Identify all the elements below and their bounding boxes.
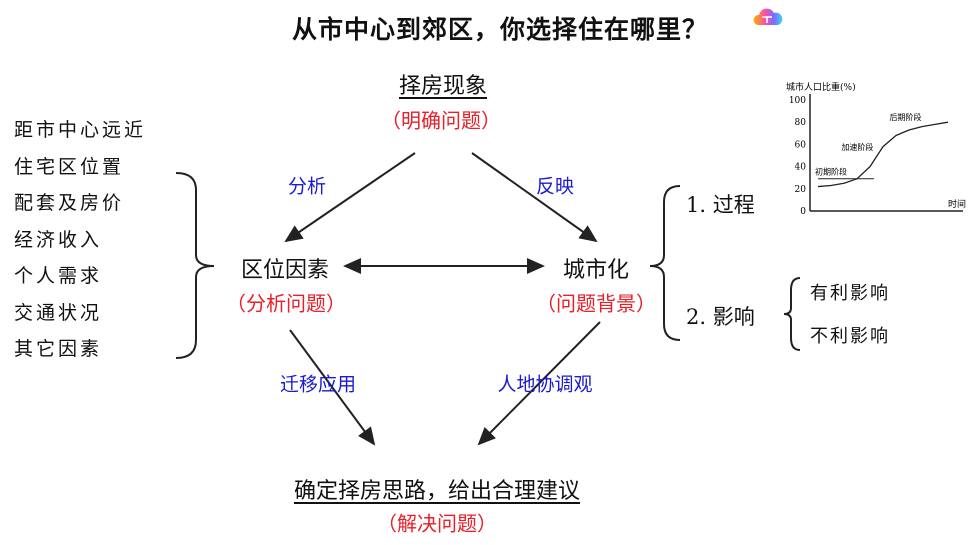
chart-annotation: 加速阶段 (841, 142, 873, 152)
factor-item: 距市中心远近 (14, 119, 147, 141)
y-tick-label: 100 (789, 96, 806, 106)
factor-list: 距市中心远近 住宅区位置 配套及房价 经济收入 个人需求 交通状况 其它因素 (14, 112, 146, 368)
bottom-node: 确定择房思路，给出合理建议 (293, 479, 581, 504)
edge-label-reflect: 反映 (535, 175, 575, 198)
factor-item: 个人需求 (14, 265, 103, 287)
bottom-node-sub: （解决问题） (377, 511, 497, 536)
edge-label-analyze: 分析 (287, 175, 327, 198)
left-node: 区位因素 (240, 258, 330, 283)
urbanization-chart: 城市人口比重(%) 0 20 40 60 80 100 时间 初期阶段 加速阶段 后期阶段 (786, 81, 966, 217)
arrow-transfer (289, 329, 376, 446)
edge-label-harmony: 人地协调观 (497, 373, 593, 396)
top-node-sub: （明确问题） (381, 108, 501, 133)
edge-label-transfer: 迁移应用 (279, 373, 357, 396)
factor-item: 配套及房价 (14, 192, 125, 214)
x-axis-label: 时间 (948, 198, 966, 210)
y-tick-label: 40 (795, 163, 807, 173)
impact-negative: 不利影响 (810, 326, 890, 347)
y-tick-label: 20 (795, 185, 807, 195)
left-brace (175, 172, 215, 359)
factor-item: 其它因素 (14, 338, 103, 360)
y-tick-label: 80 (795, 118, 807, 128)
impact-brace (783, 277, 801, 351)
top-node: 择房现象 (398, 74, 488, 99)
cloud-icon (753, 8, 783, 25)
chart-annotation: 后期阶段 (890, 112, 922, 122)
impact-label: 2. 影响 (686, 305, 755, 329)
right-node: 城市化 (562, 258, 630, 283)
left-node-sub: （分析问题） (226, 291, 346, 316)
impact-positive: 有利影响 (810, 283, 890, 304)
series-line (817, 121, 949, 188)
arrow-harmony (477, 321, 601, 446)
arrow-analyze (284, 152, 416, 243)
y-tick-label: 60 (795, 140, 807, 150)
factor-item: 经济收入 (14, 228, 103, 251)
y-tick-label: 0 (800, 207, 806, 217)
factor-item: 住宅区位置 (14, 155, 125, 178)
chart-annotation: 初期阶段 (815, 166, 847, 176)
arrow-reflect (471, 152, 598, 243)
process-label: 1. 过程 (686, 193, 755, 217)
right-node-sub: （问题背景） (536, 291, 656, 316)
slide-title: 从市中心到郊区，你选择住在哪里？ (291, 15, 709, 44)
chart-title: 城市人口比重(%) (786, 81, 856, 93)
factor-item: 交通状况 (14, 301, 103, 324)
right-brace (649, 185, 681, 341)
